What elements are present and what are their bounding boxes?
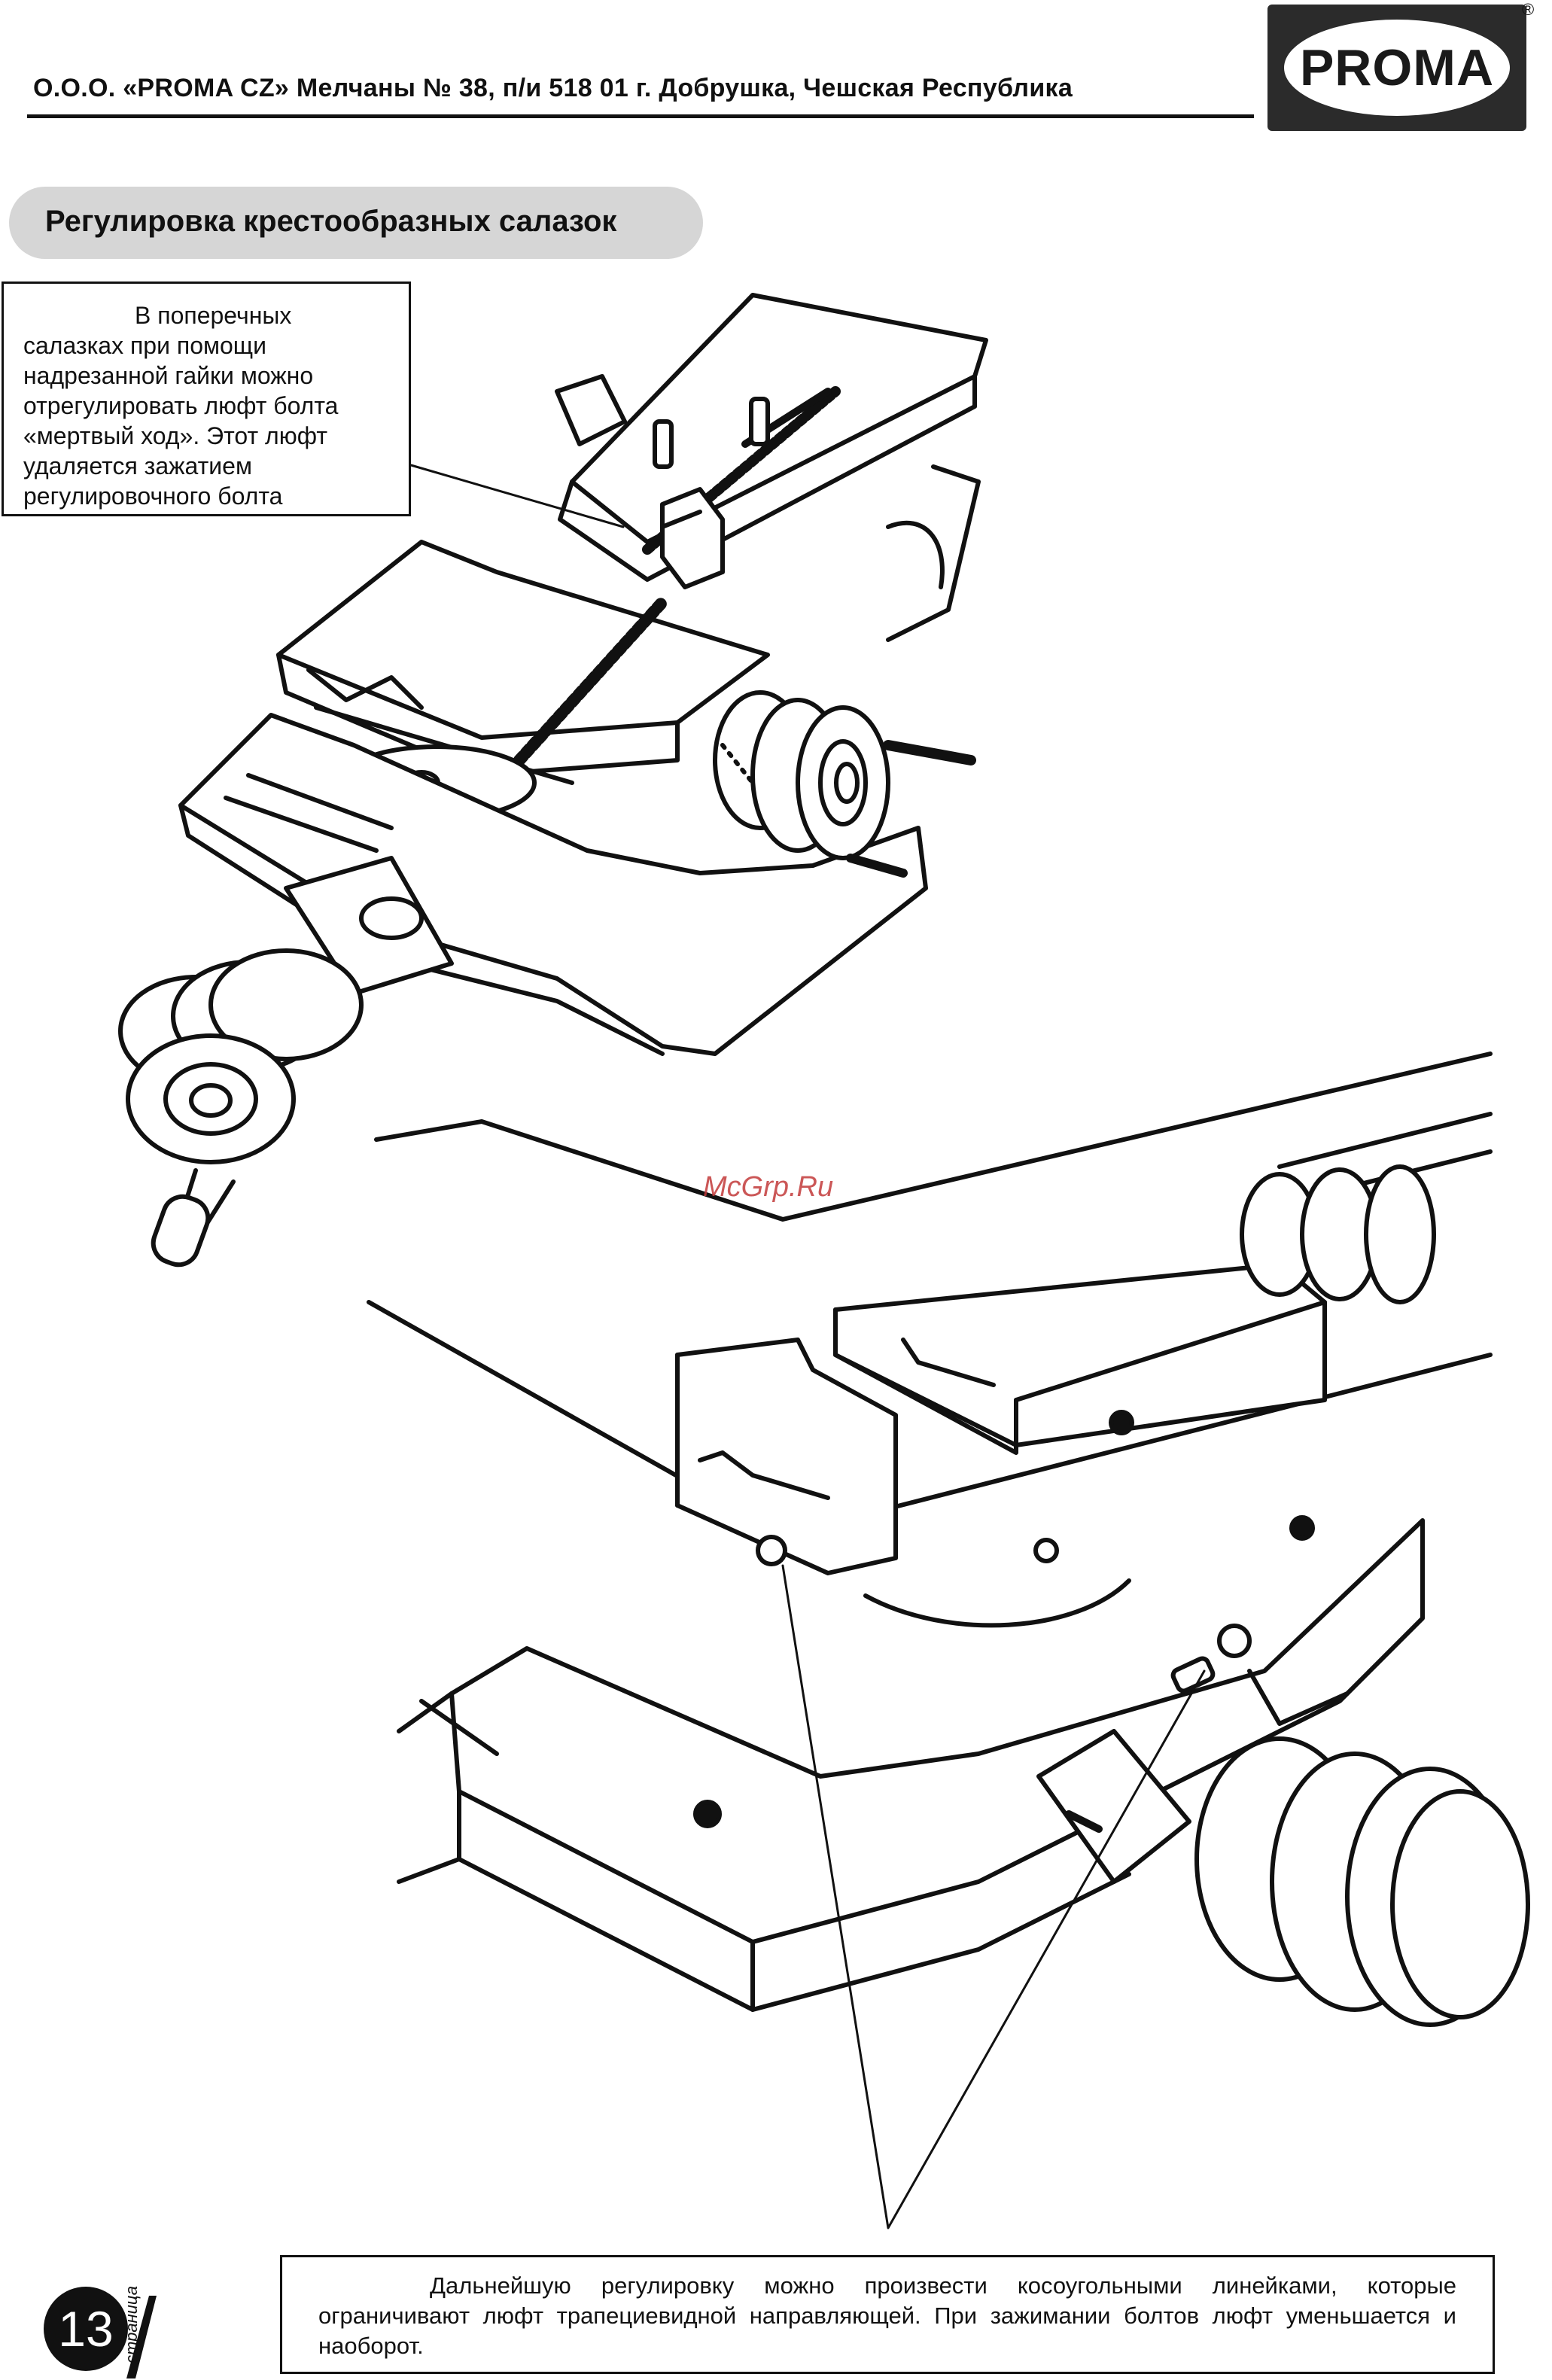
proma-logo: PROMA xyxy=(1267,5,1526,131)
watermark: McGrp.Ru xyxy=(703,1171,834,1203)
upper-cross-slide-drawing xyxy=(118,293,988,1268)
callout-bottom-text: Дальнейшую регулировку можно произвести … xyxy=(318,2272,1456,2359)
lower-carriage-drawing xyxy=(367,1052,1530,2229)
company-address: О.О.О. «PROMA CZ» Мелчаны № 38, п/и 518 … xyxy=(33,74,1073,102)
page-number-badge: 13 xyxy=(44,2287,128,2371)
callout-top-line: В поперечных xyxy=(135,302,292,329)
logo-text: PROMA xyxy=(1284,20,1510,116)
section-heading-pill xyxy=(9,187,703,259)
page-slash-mark xyxy=(126,2296,157,2378)
callout-top-line: удаляется зажатием xyxy=(23,452,252,479)
callout-bottom: Дальнейшую регулировку можно произвести … xyxy=(280,2255,1495,2374)
callout-top-line: «мертвый ход». Этот люфт xyxy=(23,422,327,449)
page-word: страница xyxy=(122,2286,141,2363)
registered-mark: ® xyxy=(1522,0,1535,19)
callout-top-line: регулировочного болта xyxy=(23,482,283,510)
callout-top: В поперечных салазках при помощи надреза… xyxy=(2,282,411,516)
callout-top-line: салазках при помощи xyxy=(23,332,266,359)
header-rule xyxy=(27,114,1254,118)
callout-top-line: надрезанной гайки можно xyxy=(23,362,314,389)
section-title: Регулировка крестообразных салазок xyxy=(45,205,617,238)
callout-top-line: отрегулировать люфт болта xyxy=(23,392,339,419)
